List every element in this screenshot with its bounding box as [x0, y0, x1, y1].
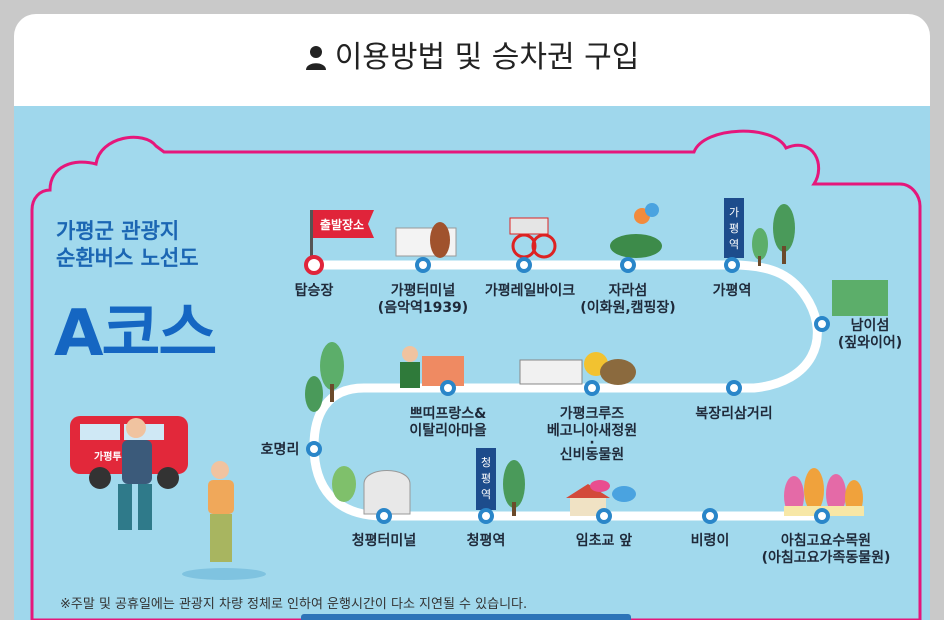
svg-text:평: 평	[729, 222, 739, 235]
stop-label-cheongpyeong-station: 청평역	[466, 533, 506, 549]
section-title: 이용방법 및 승차권 구입	[14, 32, 930, 76]
stop-marker	[702, 508, 718, 524]
course-title: A코스	[54, 297, 217, 371]
map-title: 가평군 관광지 순환버스 노선도	[56, 218, 199, 272]
stop-label-jaraseom: 자라섬(이화원,캠핑장)	[580, 283, 676, 316]
route-stops	[304, 255, 830, 524]
svg-text:역: 역	[729, 238, 739, 251]
traveler-illustrations	[118, 418, 266, 580]
stop-marker	[596, 508, 612, 524]
map-title-line2: 순환버스 노선도	[56, 246, 199, 270]
svg-text:출발장소: 출발장소	[320, 217, 364, 232]
stop-marker	[376, 508, 392, 524]
stop-label-namiseom: 남이섬(짚와이어)	[837, 318, 903, 351]
stop-label-biryeongi: 비령이	[690, 533, 730, 549]
stop-label-petite-france: 쁘띠프랑스&이탈리아마을	[409, 406, 487, 439]
stop-marker	[726, 380, 742, 396]
stop-marker	[814, 316, 830, 332]
svg-text:청: 청	[481, 456, 491, 469]
route-line	[309, 260, 829, 521]
delay-notice: ※주말 및 공휴일에는 관광지 차량 정체로 인하여 운행시간이 다소 지연될 …	[60, 597, 528, 612]
stop-marker	[415, 257, 431, 273]
route-map-graphic: 가 평 역 청 평 역 출발장소	[30, 129, 922, 620]
person-icon	[305, 46, 326, 70]
stop-label-cheongpyeong-terminal: 청평터미널	[351, 533, 417, 549]
stop-label-tapseungjang: 탑승장	[294, 283, 334, 299]
gapyeong-station-sign: 가 평 역	[724, 198, 744, 258]
cheongpyeong-station-sign: 청 평 역	[476, 448, 496, 510]
content-panel: 이용방법 및 승차권 구입 가 평 역	[14, 14, 930, 620]
stop-marker	[724, 257, 740, 273]
stop-label-imchogyo: 임초교 앞	[575, 533, 633, 549]
stop-marker-start	[304, 255, 324, 275]
section-title-text: 이용방법 및 승차권 구입	[334, 40, 640, 75]
stop-marker	[584, 380, 600, 396]
stop-label-rail-bike: 가평레일바이크	[484, 283, 576, 299]
svg-text:평: 평	[481, 472, 491, 485]
stop-marker	[620, 257, 636, 273]
stop-marker	[440, 380, 456, 396]
svg-text:가: 가	[729, 206, 739, 219]
start-flag: 출발장소	[310, 210, 374, 264]
route-map: 가 평 역 청 평 역 출발장소	[14, 106, 930, 620]
stop-marker	[516, 257, 532, 273]
stop-label-morning-calm: 아침고요수목원(아침고요가족동물원)	[761, 533, 891, 566]
stop-marker	[478, 508, 494, 524]
svg-text:역: 역	[481, 488, 491, 501]
stop-marker	[814, 508, 830, 524]
stop-label-homyeongri: 호명리	[260, 442, 300, 458]
section-header: 이용방법 및 승차권 구입	[14, 14, 930, 106]
tree-icons	[305, 204, 795, 516]
stop-label-gapyeong-terminal: 가평터미널(음악역1939)	[377, 283, 469, 316]
map-title-line1: 가평군 관광지	[56, 219, 180, 243]
svg-text:가평투어: 가평투어	[94, 450, 131, 463]
stop-label-bokjangri: 복장리삼거리	[695, 406, 773, 422]
stop-marker	[306, 441, 322, 457]
stop-label-gapyeong-station: 가평역	[712, 283, 752, 299]
map-frame	[30, 129, 922, 620]
bottom-tab-indicator	[301, 614, 631, 620]
